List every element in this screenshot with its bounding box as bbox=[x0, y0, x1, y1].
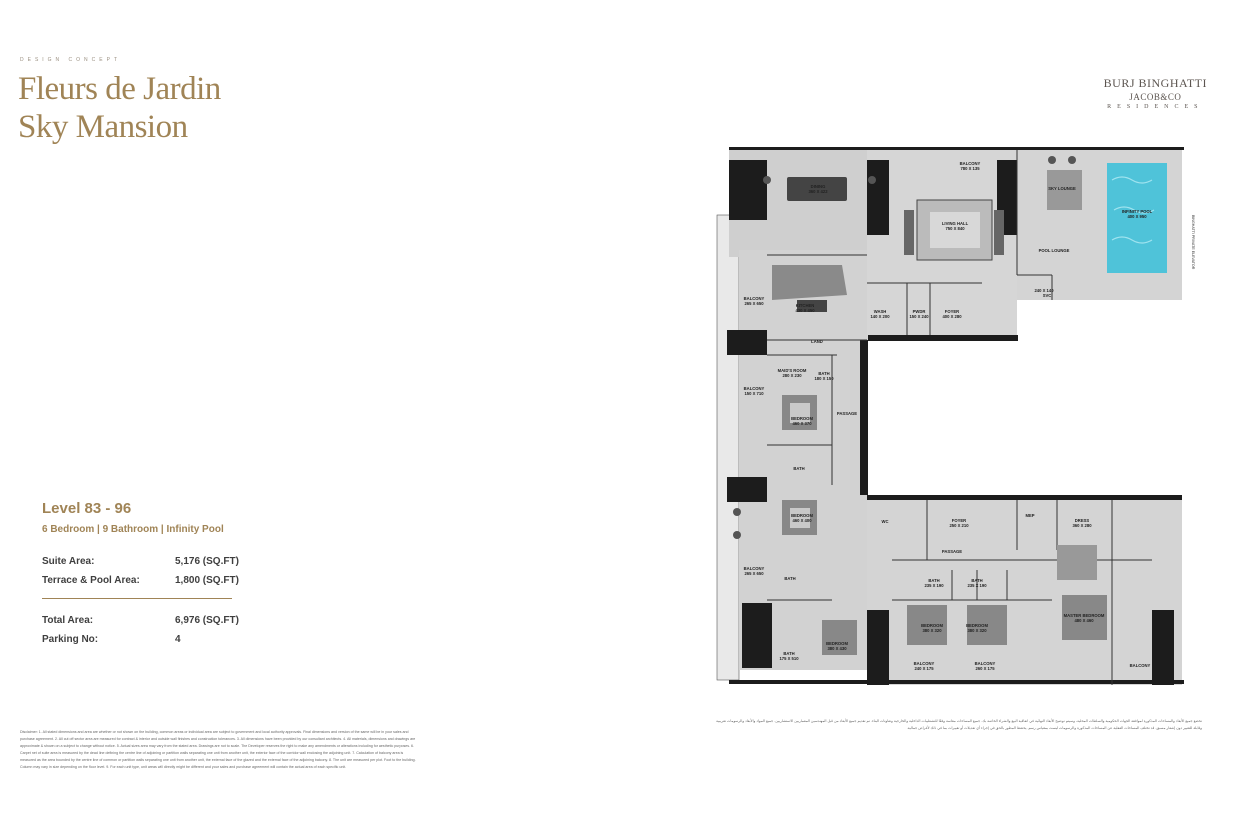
total-area-label: Total Area: bbox=[42, 615, 94, 626]
room-label-pool-lounge: POOL LOUNGE bbox=[1039, 248, 1070, 253]
room-label-balcony-left3: BALCONY bbox=[744, 566, 765, 571]
courtyard-void bbox=[867, 340, 1017, 495]
room-label-maids-room-dim: 280 X 230 bbox=[782, 373, 802, 378]
room-label-living: LIVING HALL bbox=[942, 221, 969, 226]
disclaimer-english: Disclaimer: 1. All stated dimensions and… bbox=[20, 730, 416, 769]
room-label-bath-a-dim: 235 X 190 bbox=[924, 583, 944, 588]
room-label-balcony-top-dim: 780 X 135 bbox=[960, 166, 980, 171]
terrace-area-label: Terrace & Pool Area: bbox=[42, 575, 140, 586]
room-label-balcony-b1-dim: 240 X 175 bbox=[914, 666, 934, 671]
room-label-sky-lounge: SKY LOUNGE bbox=[1048, 186, 1076, 191]
room-label-kitchen-dim: 430 X 450 bbox=[795, 308, 815, 313]
room-label-bedroom2-dim: 460 X 400 bbox=[792, 518, 812, 523]
room-label-balcony-left2-dim: 150 X 710 bbox=[744, 391, 764, 396]
room-label-foyer-top: FOYER bbox=[945, 309, 959, 314]
room-label-infinity-pool: INFINITY POOL bbox=[1122, 209, 1153, 214]
bottom-wing-floor bbox=[867, 495, 1182, 685]
room-label-foyer-top-dim: 400 X 280 bbox=[942, 314, 962, 319]
room-label-wc: WC bbox=[882, 519, 889, 524]
room-label-dining-dim: 360 X 422 bbox=[808, 189, 828, 194]
room-label-master: MASTER BEDROOM bbox=[1064, 613, 1105, 618]
room-label-foyer-mid-dim: 250 X 210 bbox=[949, 523, 969, 528]
room-label-dress: DRESS bbox=[1075, 518, 1090, 523]
room-label-balcony-b2: BALCONY bbox=[975, 661, 996, 666]
room-label-master-dim: 480 X 460 bbox=[1074, 618, 1094, 623]
room-label-balcony-left1-dim: 265 X 650 bbox=[744, 301, 764, 306]
room-label-dining: DINING bbox=[811, 184, 826, 189]
room-label-passage-v: PASSAGE bbox=[837, 411, 857, 416]
room-label-pwdr-dim: 150 X 240 bbox=[909, 314, 929, 319]
design-concept-label: DESIGN CONCEPT bbox=[20, 57, 122, 63]
room-label-bedroom2: BEDROOM bbox=[791, 513, 813, 518]
room-label-bedroom5-dim: 380 X 320 bbox=[967, 628, 987, 633]
room-label-wash: WASH bbox=[874, 309, 887, 314]
room-label-small-room: 240 X 140 bbox=[1034, 288, 1054, 293]
room-label-balcony-b2-dim: 260 X 175 bbox=[975, 666, 995, 671]
room-label-mep: MEP bbox=[1025, 513, 1034, 518]
title-line-2: Sky Mansion bbox=[18, 109, 188, 145]
total-area-value: 6,976 (SQ.FT) bbox=[175, 615, 239, 626]
room-label-bath-b-dim: 235 X 190 bbox=[967, 583, 987, 588]
room-label-bath-mid: BATH bbox=[793, 466, 804, 471]
room-label-bedroom1: BEDROOM bbox=[791, 416, 813, 421]
room-label-bath-maid: BATH bbox=[818, 371, 829, 376]
parking-label: Parking No: bbox=[42, 634, 99, 645]
room-label-bath-b: BATH bbox=[971, 578, 982, 583]
brand-line-1: BURJ BINGHATTI bbox=[1103, 76, 1207, 90]
room-label-bedroom4-dim: 380 X 320 bbox=[922, 628, 942, 633]
room-label-bedroom5: BEDROOM bbox=[966, 623, 988, 628]
brand-line-3: RESIDENCES bbox=[1107, 104, 1204, 110]
room-label-bath-bottom: BATH bbox=[783, 651, 794, 656]
room-label-balcony-top: BALCONY bbox=[960, 161, 981, 166]
terrace-area-value: 1,800 (SQ.FT) bbox=[175, 575, 239, 586]
room-label-balcony-b3: BALCONY bbox=[1130, 663, 1151, 668]
room-label-living-dim: 750 X 840 bbox=[945, 226, 965, 231]
room-label-wash-dim: 140 X 200 bbox=[870, 314, 890, 319]
room-label-balcony-left2: BALCONY bbox=[744, 386, 765, 391]
partitions bbox=[767, 150, 1152, 685]
room-label-bedroom3: BEDROOM bbox=[826, 641, 848, 646]
room-label-balcony-left3-dim: 265 X 650 bbox=[744, 571, 764, 576]
suite-area-label: Suite Area: bbox=[42, 556, 95, 567]
room-label-infinity-pool-dim: 400 X 950 bbox=[1127, 214, 1147, 219]
disclaimer-arabic: تخضع جميع الأبعاد والمساحات المذكورة لمو… bbox=[716, 719, 1202, 730]
room-label-kitchen: KITCHEN bbox=[796, 303, 815, 308]
room-label-bedroom3-dim: 380 X 430 bbox=[827, 646, 847, 651]
room-label-bedroom4: BEDROOM bbox=[921, 623, 943, 628]
room-label-passage-h: PASSAGE bbox=[942, 549, 962, 554]
unit-subtitle: 6 Bedroom | 9 Bathroom | Infinity Pool bbox=[42, 524, 224, 535]
room-label-small-room2: SVC bbox=[1043, 293, 1052, 298]
room-label-bath-lower-left: BATH bbox=[784, 576, 795, 581]
title-line-1: Fleurs de Jardin bbox=[18, 71, 221, 107]
room-label-bedroom1-dim: 460 X 370 bbox=[792, 421, 812, 426]
level-heading: Level 83 - 96 bbox=[42, 500, 132, 517]
infinity-pool bbox=[1107, 163, 1167, 273]
room-label-dress-dim: 360 X 280 bbox=[1072, 523, 1092, 528]
room-label-bath-maid-dim: 180 X 150 bbox=[814, 376, 834, 381]
room-label-bath-a: BATH bbox=[928, 578, 939, 583]
parking-value: 4 bbox=[175, 634, 181, 645]
room-label-foyer-mid: FOYER bbox=[952, 518, 966, 523]
page-title: Fleurs de Jardin Sky Mansion bbox=[18, 70, 221, 146]
room-label-bath-bottom-dim: 175 X 510 bbox=[779, 656, 799, 661]
brand-line-2: JACOB&CO bbox=[1129, 92, 1182, 102]
brand-logo: BURJ BINGHATTI JACOB&CO RESIDENCES bbox=[1104, 76, 1207, 110]
left-balcony-strip bbox=[716, 214, 740, 681]
room-label-laund: LAND bbox=[811, 339, 823, 344]
room-label-maids-room: MAID'S ROOM bbox=[778, 368, 807, 373]
suite-area-value: 5,176 (SQ.FT) bbox=[175, 556, 239, 567]
room-label-balcony-left1: BALCONY bbox=[744, 296, 765, 301]
elevator-note: BINGHATTI PRIVATE ELEVATOR bbox=[1191, 215, 1195, 270]
room-label-pwdr: PWDR bbox=[913, 309, 926, 314]
furniture bbox=[733, 156, 1107, 655]
divider bbox=[42, 598, 232, 599]
room-label-balcony-b1: BALCONY bbox=[914, 661, 935, 666]
